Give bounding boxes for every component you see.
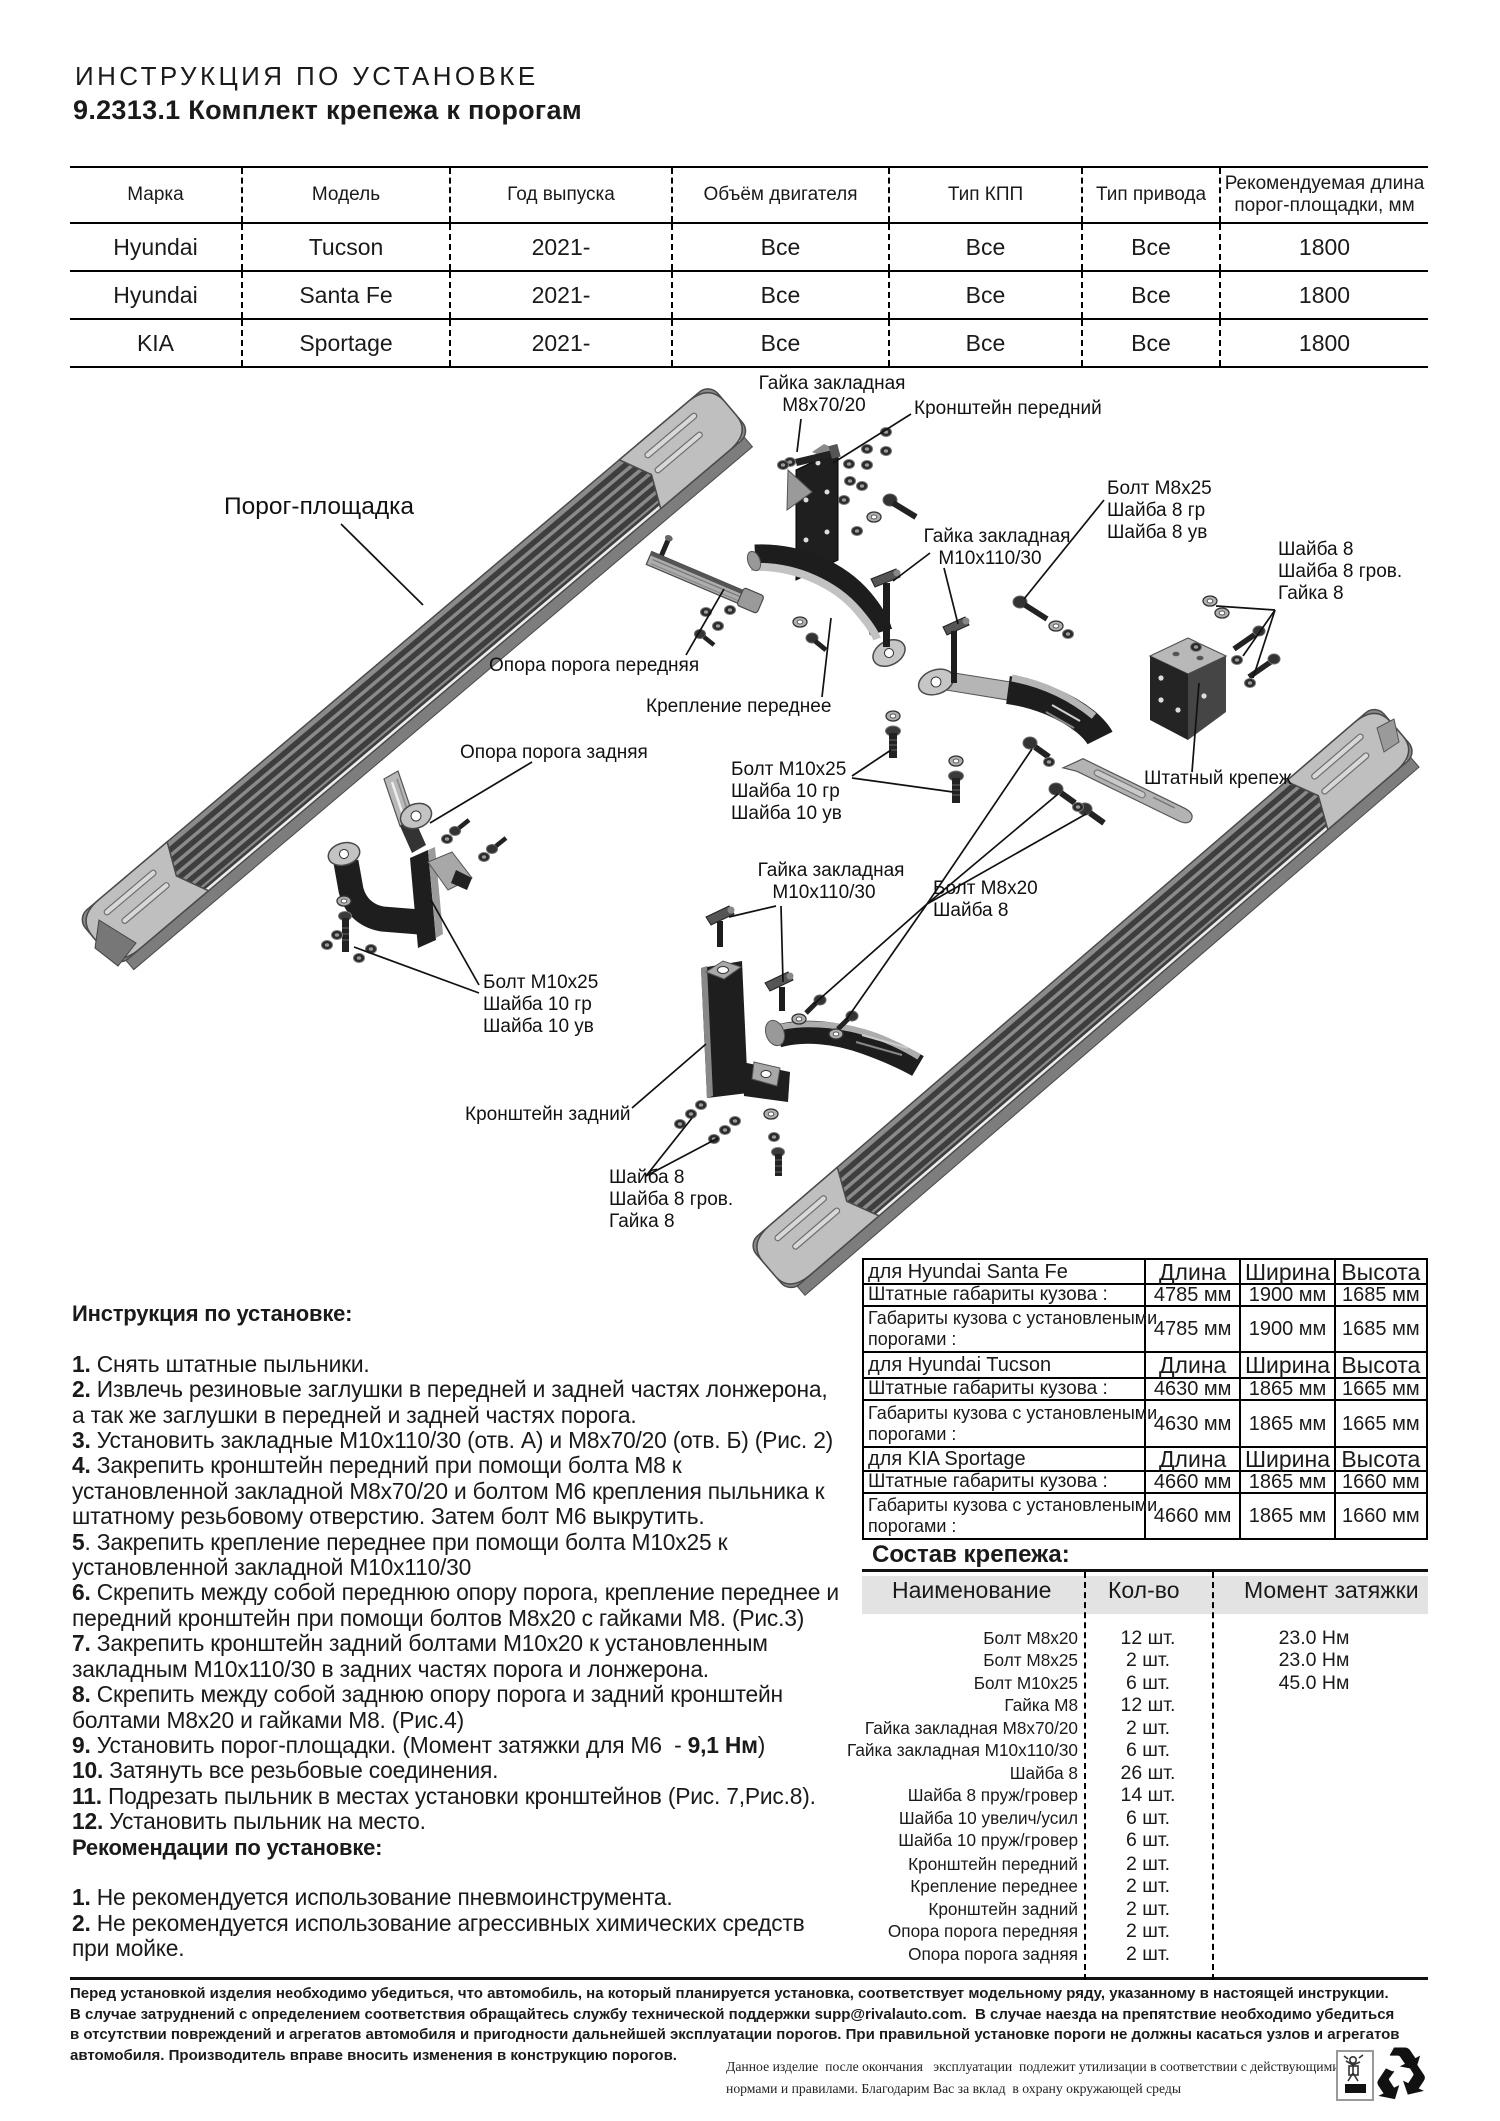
svg-text:Болт М10х25: Болт М10х25 xyxy=(731,759,846,780)
svg-text:Болт М8х20: Болт М8х20 xyxy=(933,878,1038,899)
svg-text:Опора порога задняя: Опора порога задняя xyxy=(460,742,648,763)
svg-text:М8х70/20: М8х70/20 xyxy=(782,395,865,416)
svg-text:Шайба 8 гров.: Шайба 8 гров. xyxy=(609,1189,733,1210)
svg-text:Шайба 10 ув: Шайба 10 ув xyxy=(731,803,842,824)
svg-text:Опора порога передняя: Опора порога передняя xyxy=(489,655,699,676)
svg-text:Болт М10х25: Болт М10х25 xyxy=(483,972,598,993)
svg-text:Гайка закладная: Гайка закладная xyxy=(758,860,905,881)
svg-text:Шайба 8 гров.: Шайба 8 гров. xyxy=(1278,561,1402,582)
svg-text:Шайба 8 гр: Шайба 8 гр xyxy=(1107,500,1205,521)
svg-text:Крепление переднее: Крепление переднее xyxy=(646,696,831,717)
svg-text:Шайба 8: Шайба 8 xyxy=(933,900,1008,921)
svg-text:М10х110/30: М10х110/30 xyxy=(772,882,875,903)
svg-text:Гайка 8: Гайка 8 xyxy=(1278,583,1344,604)
svg-text:Шайба 10 ув: Шайба 10 ув xyxy=(483,1016,594,1037)
svg-text:Шайба 8: Шайба 8 xyxy=(1278,539,1353,560)
svg-text:Шайба 10 гр: Шайба 10 гр xyxy=(483,994,592,1015)
svg-text:Болт М8х25: Болт М8х25 xyxy=(1107,478,1212,499)
svg-text:Шайба 10 гр: Шайба 10 гр xyxy=(731,781,840,802)
svg-text:Кронштейн задний: Кронштейн задний xyxy=(465,1104,630,1125)
svg-text:Гайка закладная: Гайка закладная xyxy=(924,526,1071,547)
svg-text:М10х110/30: М10х110/30 xyxy=(938,548,1041,569)
svg-text:Шайба 8: Шайба 8 xyxy=(609,1167,684,1188)
svg-text:Гайка 8: Гайка 8 xyxy=(609,1211,675,1232)
svg-text:Порог-площадка: Порог-площадка xyxy=(224,493,414,520)
svg-text:Кронштейн передний: Кронштейн передний xyxy=(914,398,1102,419)
svg-text:Шайба 8 ув: Шайба 8 ув xyxy=(1107,522,1207,543)
svg-text:Гайка закладная: Гайка закладная xyxy=(759,373,906,394)
svg-text:Штатный крепеж: Штатный крепеж xyxy=(1144,768,1292,789)
